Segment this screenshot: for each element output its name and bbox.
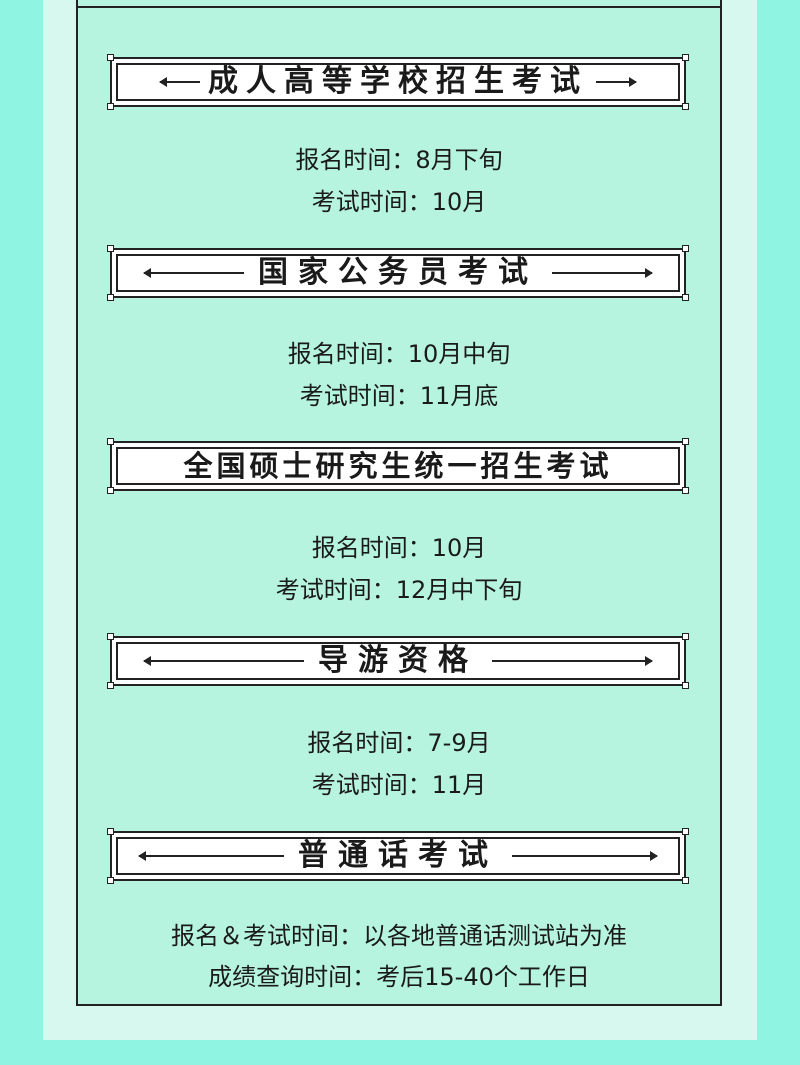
section-title: 导游资格 bbox=[318, 643, 478, 678]
section-banner-adult-exam: 成人高等学校招生考试 bbox=[107, 54, 689, 110]
right-arrow-icon bbox=[512, 851, 658, 861]
exam-time: 考试时间：12月中下旬 bbox=[275, 576, 523, 604]
corner-ornament bbox=[107, 828, 114, 835]
right-arrow-icon bbox=[492, 656, 653, 666]
corner-ornament bbox=[107, 245, 114, 252]
section-banner-mandarin-test: 普通话考试 bbox=[107, 828, 689, 884]
corner-ornament bbox=[682, 438, 689, 445]
corner-ornament bbox=[682, 633, 689, 640]
corner-ornament bbox=[682, 245, 689, 252]
corner-ornament bbox=[682, 877, 689, 884]
corner-ornament bbox=[107, 294, 114, 301]
section-banner-civil-service: 国家公务员考试 bbox=[107, 245, 689, 301]
corner-ornament bbox=[107, 54, 114, 61]
registration-time: 报名时间：7-9月 bbox=[307, 729, 491, 757]
exam-time: 考试时间：11月底 bbox=[299, 382, 499, 410]
left-arrow-icon bbox=[143, 656, 304, 666]
left-arrow-icon bbox=[143, 268, 244, 278]
corner-ornament bbox=[107, 877, 114, 884]
corner-ornament bbox=[682, 54, 689, 61]
left-arrow-icon bbox=[159, 77, 200, 87]
section-title: 普通话考试 bbox=[298, 838, 498, 873]
section-title: 成人高等学校招生考试 bbox=[208, 64, 588, 99]
corner-ornament bbox=[107, 487, 114, 494]
registration-time: 报名时间：10月 bbox=[311, 534, 487, 562]
registration-time: 报名时间：8月下旬 bbox=[295, 146, 503, 174]
corner-ornament bbox=[682, 828, 689, 835]
left-arrow-icon bbox=[138, 851, 284, 861]
section-banner-postgraduate-exam: 全国硕士研究生统一招生考试 bbox=[107, 438, 689, 494]
section-title: 全国硕士研究生统一招生考试 bbox=[183, 448, 613, 483]
corner-ornament bbox=[107, 438, 114, 445]
corner-ornament bbox=[107, 633, 114, 640]
right-arrow-icon bbox=[596, 77, 637, 87]
registration-time: 报名时间：10月中旬 bbox=[287, 340, 511, 368]
corner-ornament bbox=[682, 487, 689, 494]
corner-ornament bbox=[107, 682, 114, 689]
score-query-time: 成绩查询时间：考后15-40个工作日 bbox=[208, 963, 590, 991]
exam-time: 考试时间：10月 bbox=[311, 188, 487, 216]
right-arrow-icon bbox=[552, 268, 653, 278]
section-title: 国家公务员考试 bbox=[258, 255, 538, 290]
section-banner-tour-guide: 导游资格 bbox=[107, 633, 689, 689]
corner-ornament bbox=[682, 682, 689, 689]
corner-ornament bbox=[682, 294, 689, 301]
corner-ornament bbox=[107, 103, 114, 110]
registration-and-exam-time: 报名＆考试时间：以各地普通话测试站为准 bbox=[171, 922, 627, 950]
corner-ornament bbox=[682, 103, 689, 110]
exam-time: 考试时间：11月 bbox=[311, 771, 487, 799]
top-divider bbox=[76, 6, 722, 8]
